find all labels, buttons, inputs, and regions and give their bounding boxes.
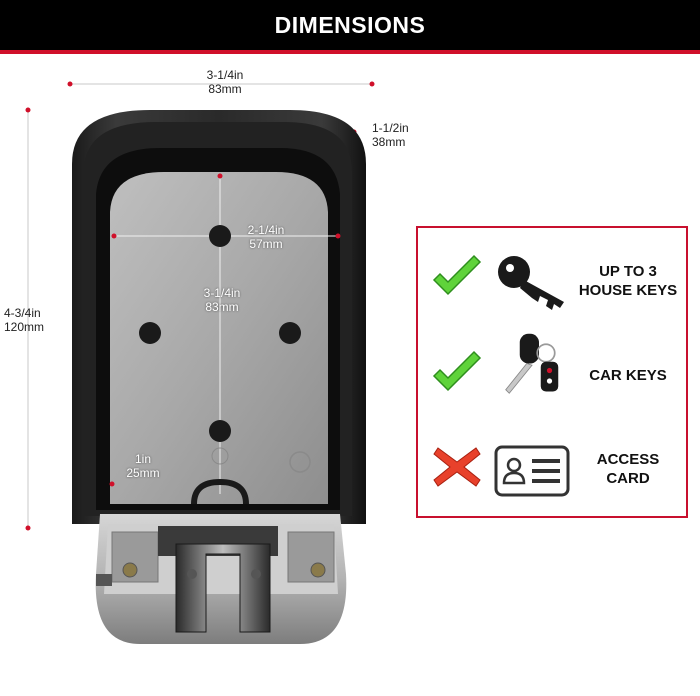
inner-height-imperial: 3-1/4in — [203, 286, 241, 300]
height-imperial: 4-3/4in — [4, 306, 41, 320]
house-key-icon — [498, 256, 564, 310]
red-cross-icon — [433, 447, 481, 487]
height-metric: 120mm — [4, 320, 45, 334]
feature-row-house-keys: UP TO 3 HOUSE KEYS — [418, 240, 686, 320]
header-accent-stripe — [0, 50, 700, 54]
height-dimension-label: 4-3/4in 120mm — [4, 306, 64, 334]
feature-label: ACCESS CARD — [596, 451, 660, 487]
inner-height-dimension-label: 3-1/4in 83mm — [192, 286, 252, 314]
feature-label: CAR KEYS — [589, 367, 667, 384]
id-card-icon — [494, 445, 570, 497]
inner-width-imperial: 2-1/4in — [247, 223, 285, 237]
inner-width-metric: 57mm — [249, 237, 283, 251]
header-bar: DIMENSIONS — [0, 0, 700, 50]
width-metric: 83mm — [208, 82, 242, 96]
shackle-dimension-label: 1in 25mm — [118, 452, 168, 480]
shackle-imperial: 1in — [134, 452, 151, 466]
compatibility-panel: UP TO 3 HOUSE KEYS CAR KEYS ACCESS CARD — [416, 226, 688, 518]
inner-width-dimension-label: 2-1/4in 57mm — [236, 223, 296, 251]
depth-imperial: 1-1/2in — [372, 121, 409, 135]
feature-row-access-card: ACCESS CARD — [418, 428, 686, 508]
width-dimension-label: 3-1/4in 83mm — [190, 68, 260, 96]
depth-dimension-label: 1-1/2in 38mm — [372, 121, 432, 149]
shackle-metric: 25mm — [126, 466, 160, 480]
key-lock-box-illustration — [25, 81, 375, 644]
green-check-icon — [432, 350, 482, 392]
feature-row-car-keys: CAR KEYS — [418, 333, 686, 416]
depth-metric: 38mm — [372, 135, 406, 149]
green-check-icon — [432, 254, 482, 296]
feature-label: UP TO 3 HOUSE KEYS — [578, 263, 678, 299]
page-title: DIMENSIONS — [274, 11, 426, 38]
inner-height-metric: 83mm — [205, 300, 239, 314]
car-key-icon — [505, 333, 559, 394]
width-imperial: 3-1/4in — [206, 68, 244, 82]
